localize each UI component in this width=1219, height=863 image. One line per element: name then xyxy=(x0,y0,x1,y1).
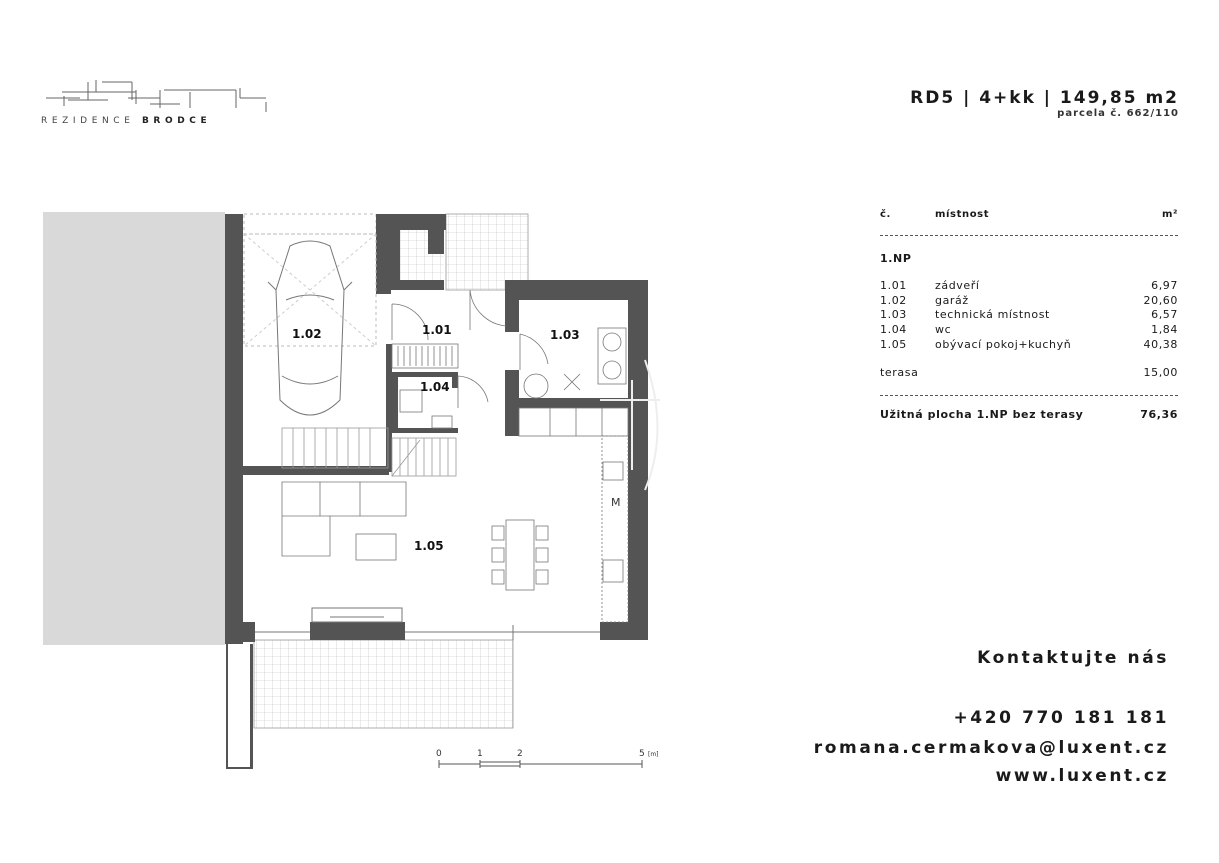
garage-driveway xyxy=(243,213,377,235)
room-number: 1.05 xyxy=(880,337,907,351)
fridge-mark: M xyxy=(611,496,621,509)
coffee-table xyxy=(355,533,397,561)
table-row: 1.05 obývací pokoj+kuchyň 40,38 xyxy=(880,338,1178,353)
room-area: 6,57 xyxy=(1151,308,1178,322)
rezidence-brodce-logo xyxy=(46,80,267,112)
terrace-row: terasa 15,00 xyxy=(880,366,1178,381)
room-label-1-05: 1.05 xyxy=(414,539,444,553)
scale-label-1: 1 xyxy=(477,749,483,759)
room-name: obývací pokoj+kuchyň xyxy=(935,337,1072,351)
scale-label-0: 0 xyxy=(436,749,442,759)
scale-unit: [m] xyxy=(648,751,659,758)
room-name: zádveří xyxy=(935,279,980,293)
terrace-area: 15,00 xyxy=(1143,366,1178,380)
table-row: 1.04 wc 1,84 xyxy=(880,323,1178,338)
table-header: č. místnost m² xyxy=(880,208,1178,223)
sofa xyxy=(281,481,407,557)
contact-heading: Kontaktujte nás xyxy=(977,648,1169,668)
divider xyxy=(880,234,1178,236)
contact-website[interactable]: www.luxent.cz xyxy=(995,766,1169,786)
room-name: technická místnost xyxy=(935,308,1050,322)
wc-fixtures xyxy=(399,389,453,429)
watermark xyxy=(600,359,660,491)
doors xyxy=(391,289,549,408)
scale-bar xyxy=(438,760,643,768)
floor-label: 1.NP xyxy=(880,251,912,265)
terrace-name: terasa xyxy=(880,366,919,380)
technical-fixtures xyxy=(523,327,627,399)
scale-label-2: 2 xyxy=(517,749,523,759)
room-area: 6,97 xyxy=(1151,279,1178,293)
contact-phone[interactable]: +420 770 181 181 xyxy=(953,708,1169,728)
col-number-header: č. xyxy=(880,209,891,220)
table-row: 1.03 technická místnost 6,57 xyxy=(880,308,1178,323)
rear-paving xyxy=(445,213,529,291)
table-row: 1.02 garáž 20,60 xyxy=(880,294,1178,309)
room-number: 1.04 xyxy=(880,322,907,336)
walls xyxy=(225,214,648,769)
total-area: 76,36 xyxy=(1140,407,1178,421)
terrace-paving xyxy=(253,639,514,729)
room-name: wc xyxy=(935,322,952,336)
property-title: RD5 | 4+kk | 149,85 m2 xyxy=(910,88,1179,108)
room-number: 1.01 xyxy=(880,279,907,293)
brand-wordmark: REZIDENCE BRODCE xyxy=(41,116,211,126)
room-label-1-02: 1.02 xyxy=(292,327,322,341)
windows xyxy=(255,607,600,640)
car-outline xyxy=(243,233,377,416)
room-number: 1.03 xyxy=(880,308,907,322)
wardrobe xyxy=(391,343,459,369)
total-row: Užitná plocha 1.NP bez terasy 76,36 xyxy=(880,408,1178,423)
contact-email[interactable]: romana.cermakova@luxent.cz xyxy=(813,738,1169,758)
room-label-1-01: 1.01 xyxy=(422,323,452,337)
room-label-1-04: 1.04 xyxy=(420,380,450,394)
scale-label-5: 5 xyxy=(639,749,645,759)
parcel-number: parcela č. 662/110 xyxy=(1057,108,1179,119)
room-area: 40,38 xyxy=(1143,337,1178,351)
dining-table xyxy=(491,519,549,591)
brand-name-light: REZIDENCE xyxy=(41,116,135,126)
brand-name-bold: BRODCE xyxy=(141,116,212,126)
col-area-header: m² xyxy=(1162,209,1178,220)
col-room-header: místnost xyxy=(935,209,990,220)
divider xyxy=(880,394,1178,396)
kitchen-counter xyxy=(518,407,629,623)
room-area: 20,60 xyxy=(1143,293,1178,307)
room-area: 1,84 xyxy=(1151,322,1178,336)
table-row: 1.01 zádveří 6,97 xyxy=(880,279,1178,294)
total-label: Užitná plocha 1.NP bez terasy xyxy=(880,407,1084,421)
room-area-table: č. místnost m² 1.NP 1.01 zádveří 6,97 1.… xyxy=(880,208,1178,422)
room-name: garáž xyxy=(935,293,969,307)
neighbor-house xyxy=(43,212,225,645)
room-label-1-03: 1.03 xyxy=(550,328,580,342)
stairs xyxy=(281,427,457,477)
room-number: 1.02 xyxy=(880,293,907,307)
